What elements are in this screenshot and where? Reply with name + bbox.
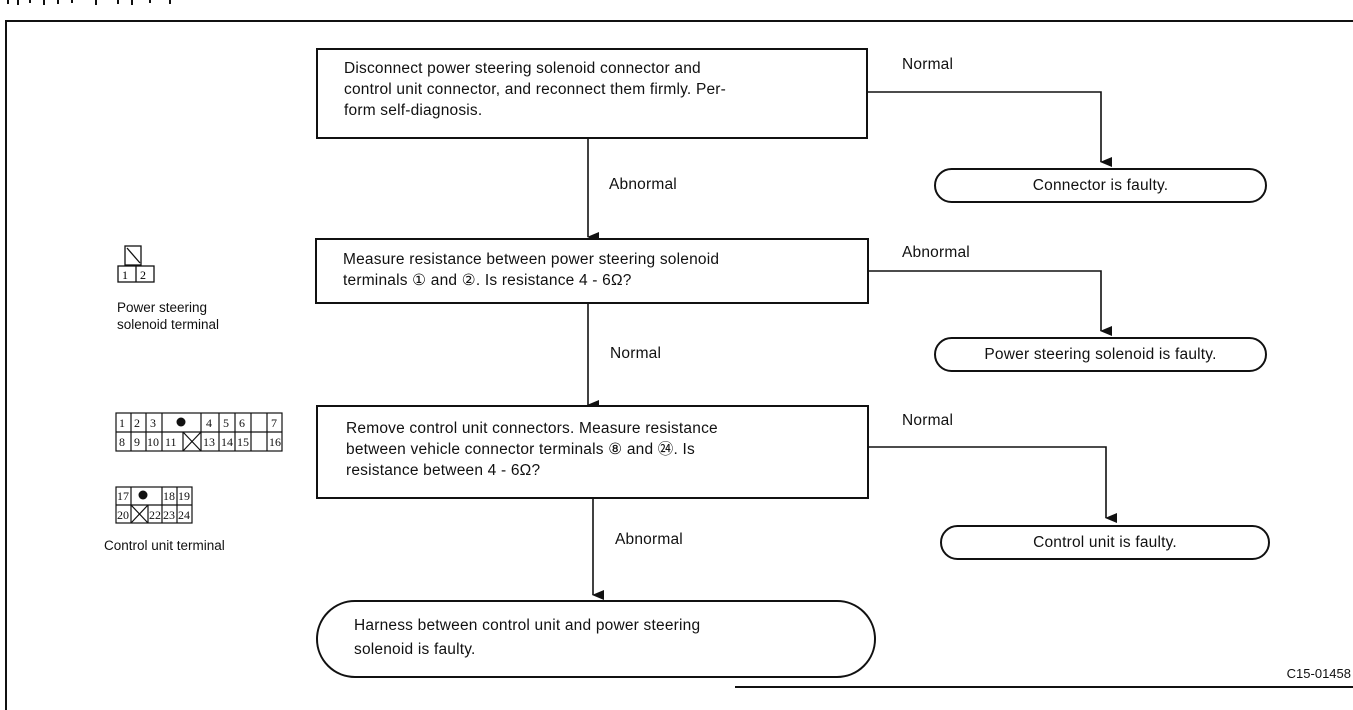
result-4-text: Harness between control unit and power s… xyxy=(354,617,701,658)
cu-pin-15: 15 xyxy=(237,435,249,449)
step-3-text: Remove control unit connectors. Measure … xyxy=(346,420,718,479)
cu-pin-6: 6 xyxy=(239,416,245,430)
step-2-text: Measure resistance between power steerin… xyxy=(343,251,720,289)
step-3-box: Remove control unit connectors. Measure … xyxy=(316,405,869,499)
edge-step2-result2 xyxy=(868,270,1112,336)
cu-pin-20: 20 xyxy=(117,508,129,522)
branch-label-step1-abnormal: Abnormal xyxy=(609,176,677,193)
branch-label-step2-abnormal: Abnormal xyxy=(902,244,970,261)
diagram-frame xyxy=(5,20,1353,710)
cu-pin-8: 8 xyxy=(119,435,125,449)
edge-step1-result1 xyxy=(867,91,1112,167)
cu-pin-18: 18 xyxy=(163,489,175,503)
solenoid-terminal-caption: Power steering solenoid terminal xyxy=(117,300,220,332)
branch-label-step1-normal: Normal xyxy=(902,56,954,73)
result-2-text: Power steering solenoid is faulty. xyxy=(984,345,1217,363)
cu-pin-24: 24 xyxy=(178,508,190,522)
cu-pin-9: 9 xyxy=(134,435,140,449)
cu-pin-1: 1 xyxy=(119,416,125,430)
cu-pin-2: 2 xyxy=(134,416,140,430)
control-unit-connector-a: 1 2 3 4 5 6 7 8 9 10 11 13 14 15 16 xyxy=(115,412,283,452)
cu-pin-13: 13 xyxy=(203,435,215,449)
cu-pin-14: 14 xyxy=(221,435,233,449)
result-3-pill: Control unit is faulty. xyxy=(940,525,1270,560)
control-unit-connector-b: 17 18 19 20 22 23 24 xyxy=(115,486,193,524)
cu-pin-19: 19 xyxy=(178,489,190,503)
result-1-text: Connector is faulty. xyxy=(1032,176,1169,194)
step-1-text: Disconnect power steering solenoid conne… xyxy=(344,60,727,119)
cu-pin-23: 23 xyxy=(163,508,175,522)
result-2-pill: Power steering solenoid is faulty. xyxy=(934,337,1267,372)
cu-pin-10: 10 xyxy=(147,435,159,449)
step-1-box: Disconnect power steering solenoid conne… xyxy=(316,48,868,139)
cu-pin-16: 16 xyxy=(269,435,281,449)
result-3-text: Control unit is faulty. xyxy=(1033,533,1177,551)
branch-label-step2-normal: Normal xyxy=(610,345,662,362)
step-2-box: Measure resistance between power steerin… xyxy=(315,238,869,304)
cu-pin-17: 17 xyxy=(117,489,129,503)
branch-label-step3-normal: Normal xyxy=(902,412,954,429)
solenoid-pin-1: 1 xyxy=(122,268,128,282)
cropped-heading-fragment xyxy=(7,0,171,5)
cu-pin-5: 5 xyxy=(223,416,229,430)
cu-pin-11: 11 xyxy=(165,435,177,449)
figure-code: C15-01458 xyxy=(1286,666,1351,681)
cu-pin-7: 7 xyxy=(271,416,277,430)
solenoid-pin-2: 2 xyxy=(140,268,146,282)
edge-step3-result3 xyxy=(868,446,1117,523)
cu-pin-22: 22 xyxy=(149,508,161,522)
control-unit-terminal-caption: Control unit terminal xyxy=(104,538,225,553)
solenoid-terminal-icon: 1 2 xyxy=(117,245,155,283)
cu-pin-4: 4 xyxy=(206,416,212,430)
cu-pin-3: 3 xyxy=(150,416,156,430)
result-1-pill: Connector is faulty. xyxy=(934,168,1267,203)
branch-label-step3-abnormal: Abnormal xyxy=(615,531,683,548)
result-4-pill: Harness between control unit and power s… xyxy=(316,600,876,678)
